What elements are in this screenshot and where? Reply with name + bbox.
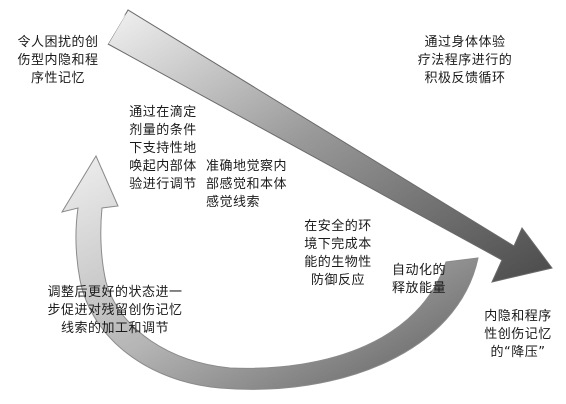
label-accurate-perception: 准确地觉察内 部感觉和本体 感觉线索 [206,159,288,210]
label-decompression: 内隐和程序 性创伤记忆 的“降压” [484,309,552,360]
label-improved-state: 调整后更好的状态进一 步促进对残留创伤记忆 线索的加工和调节 [47,285,183,336]
label-titration: 通过在滴定 剂量的条件 下支持性地 唤起内部体 验进行调节 [129,105,197,192]
label-positive-feedback-loop: 通过身体体验 疗法程序进行的 积极反馈循环 [417,35,513,86]
arrow-tail-stripes [96,13,126,46]
return-arc-arrow [60,154,479,390]
main-diagonal-arrow [107,9,553,283]
label-auto-release: 自动化的 释放能量 [391,263,446,296]
label-traumatic-memory: 令人困扰的创 伤型内隐和程 序性记忆 [17,35,99,86]
label-safe-defense-response: 在安全的环 境下完成本 能的生物性 防御反应 [304,219,372,288]
